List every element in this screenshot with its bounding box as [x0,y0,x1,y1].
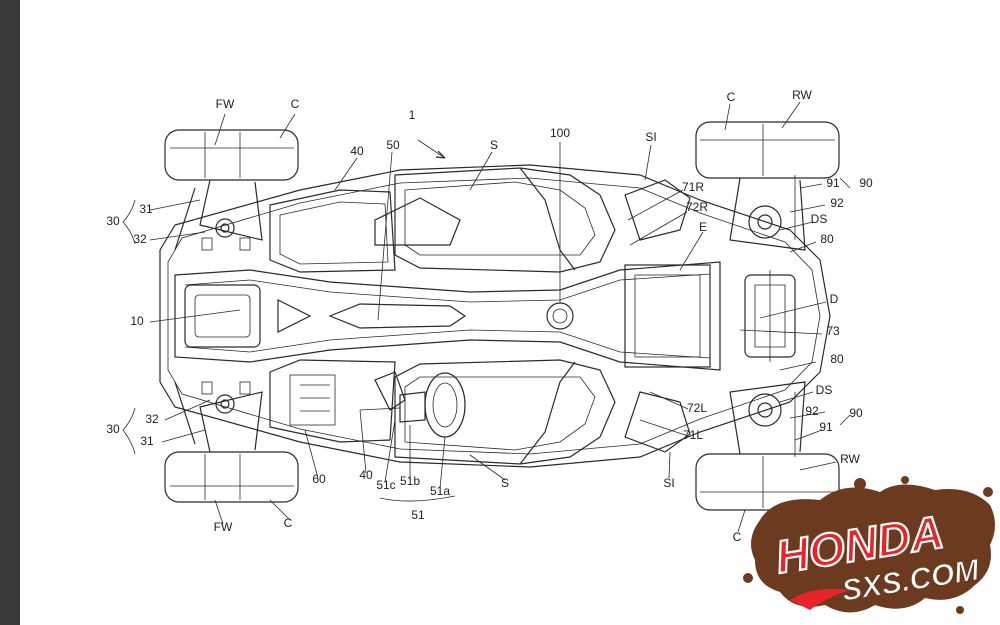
label-si-top: SI [645,130,656,144]
label-30-bottom: 30 [106,422,120,436]
label-figure-1: 1 [409,108,416,122]
label-40-bottom: 40 [359,468,373,482]
label-31-bottom: 31 [140,434,154,448]
leader-lines [122,101,851,533]
label-fw-top: FW [216,97,235,111]
label-71r: 71R [682,180,704,194]
label-73: 73 [826,324,840,338]
label-10: 10 [130,314,144,328]
label-51b: 51b [400,474,420,488]
label-c-top-left: C [291,97,300,111]
label-e: E [699,220,707,234]
label-91-bottom: 91 [819,420,833,434]
label-31-top: 31 [139,202,153,216]
reference-labels: 1 FW C 40 50 S 100 SI C RW 71R 72R E 91 … [106,88,873,544]
front-wheel-bottom [164,451,299,503]
label-72l: 72L [687,401,707,415]
label-90-bottom: 90 [849,406,863,420]
side-panel-right-top [624,179,691,241]
label-30-top: 30 [106,214,120,228]
label-71l: 71L [683,428,703,442]
label-32-top: 32 [133,232,147,246]
side-panel-left-top [269,189,396,273]
label-80-top: 80 [820,232,834,246]
label-90-top: 90 [859,176,873,190]
label-c-top-right: C [727,90,736,104]
label-si-bottom: SI [663,476,674,490]
label-92-bottom: 92 [805,404,819,418]
label-80-bottom: 80 [830,352,844,366]
label-60: 60 [312,472,326,486]
left-border-bar [0,0,20,625]
label-ds-top: DS [811,212,828,226]
label-100: 100 [550,126,570,140]
drive-unit [744,270,796,362]
front-suspension-top [174,179,263,251]
mud-splat [751,484,995,613]
label-c-bottom-left: C [284,516,293,530]
side-panel-right-bottom [624,391,691,453]
frame [174,261,721,371]
label-32-bottom: 32 [145,412,159,426]
seat-bottom [394,359,616,465]
vehicle-body [159,164,831,468]
rear-suspension-top [729,175,806,251]
rear-wheel-top [695,121,840,179]
front-wheel-top [164,129,299,181]
label-s-top: S [490,138,498,152]
label-50: 50 [386,138,400,152]
rear-suspension-bottom [729,381,806,457]
label-c-bottom-right: C [733,530,742,544]
label-91-top: 91 [826,176,840,190]
label-rw-bottom: RW [840,452,860,466]
front-suspension-bottom [174,381,263,453]
label-51c: 51c [376,478,395,492]
label-72r: 72R [686,200,708,214]
seat-top [374,167,616,273]
label-s-bottom: S [501,476,509,490]
label-92-top: 92 [830,196,844,210]
side-panel-left-bottom [269,359,396,443]
wing-emblem [790,588,850,610]
label-rw-top: RW [792,88,812,102]
engine [624,264,711,368]
label-51a: 51a [430,484,450,498]
rear-wheel-bottom [695,453,840,511]
label-51: 51 [411,508,425,522]
label-fw-bottom: FW [214,520,233,534]
label-d: D [830,292,839,306]
label-40-top: 40 [350,144,364,158]
label-ds-bottom: DS [816,383,833,397]
